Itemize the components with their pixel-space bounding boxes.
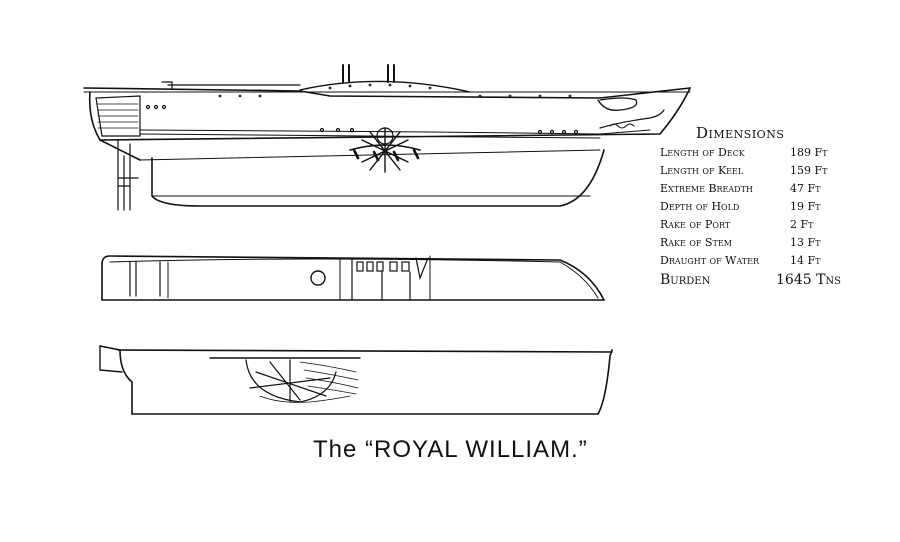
deck-plan [101,255,605,301]
dimension-row-depth-hold: Depth of Hold 19 Ft [660,200,880,218]
dimension-row-length-keel: Length of Keel 159 Ft [660,164,880,182]
figure-caption: The “ROYAL WILLIAM.” [313,436,588,463]
dimension-label: Extreme Breadth [660,182,753,195]
dimension-value: 19 Ft [790,200,821,213]
dimension-label: Burden [660,272,711,288]
dimension-value: 1645 Tns [776,272,842,288]
dimension-label: Rake of Port [660,218,731,231]
side-elevation [83,64,691,211]
dimension-row-draught: Draught of Water 14 Ft [660,254,880,272]
dimension-row-length-deck: Length of Deck 189 Ft [660,146,880,164]
dimensions-title: Dimensions [696,124,785,142]
dimension-label: Depth of Hold [660,200,740,213]
dimension-value: 13 Ft [790,236,821,249]
dimensions-table: Dimensions Length of Deck 189 Ft Length o… [660,124,880,290]
dimension-value: 47 Ft [790,182,821,195]
dimension-row-rake-stem: Rake of Stem 13 Ft [660,236,880,254]
dimension-label: Length of Keel [660,164,744,177]
dimension-row-burden: Burden 1645 Tns [660,272,880,290]
dimension-value: 2 Ft [790,218,814,231]
dimension-value: 14 Ft [790,254,821,267]
dimension-value: 189 Ft [790,146,828,159]
dimension-row-rake-port: Rake of Port 2 Ft [660,218,880,236]
dimension-value: 159 Ft [790,164,828,177]
hull-profile [99,345,613,415]
dimension-row-breadth: Extreme Breadth 47 Ft [660,182,880,200]
dimension-label: Rake of Stem [660,236,732,249]
dimension-label: Draught of Water [660,254,760,267]
dimension-label: Length of Deck [660,146,745,159]
